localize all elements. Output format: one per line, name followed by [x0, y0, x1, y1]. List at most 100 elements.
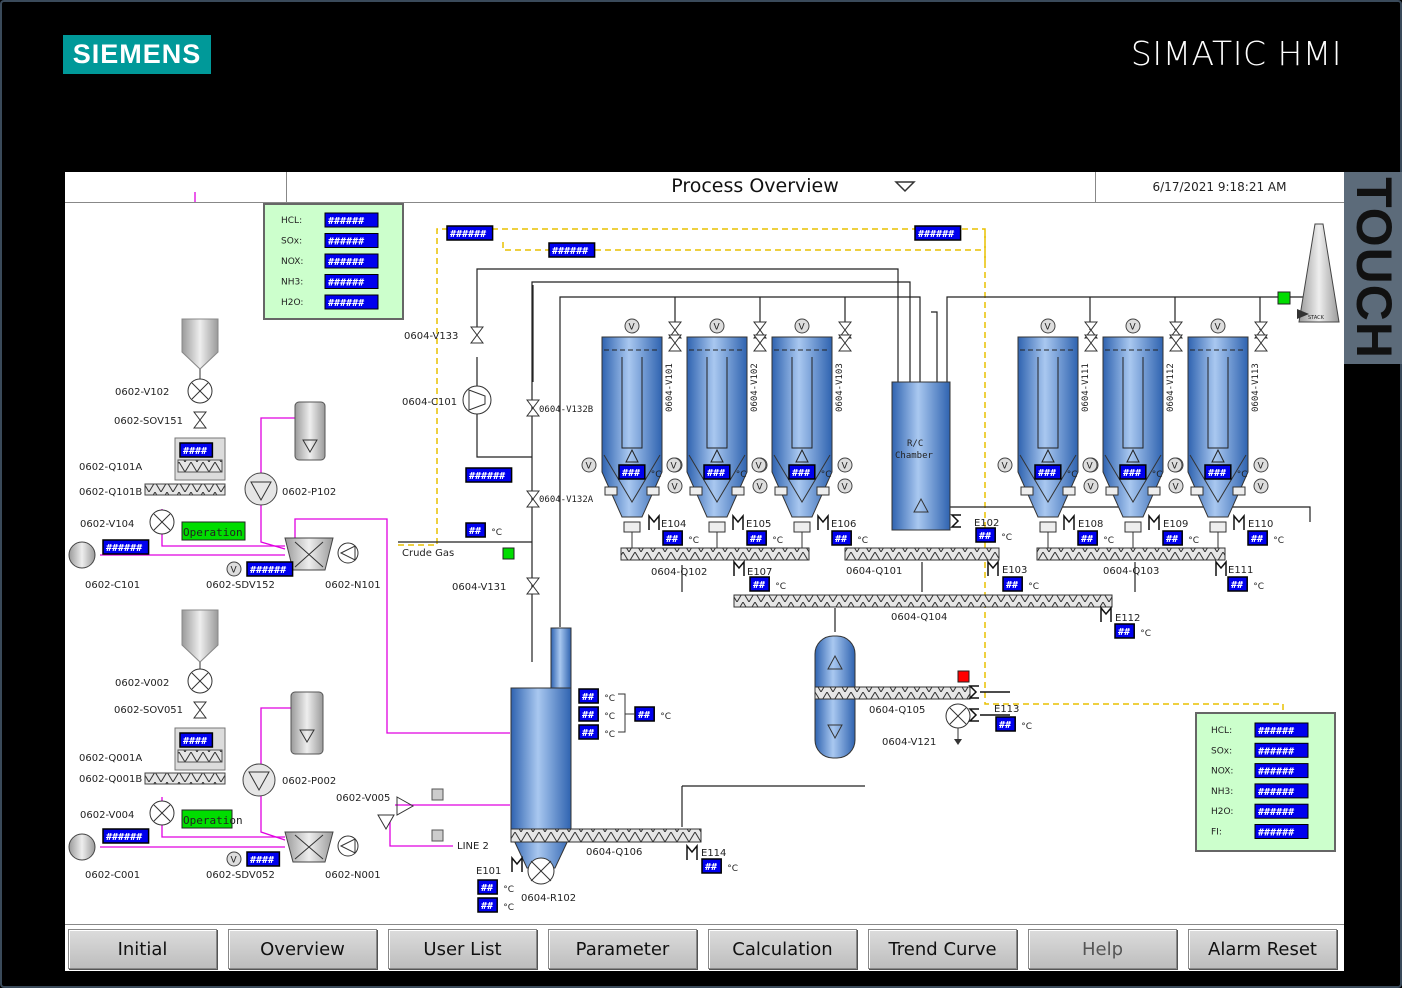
v-button-icon[interactable] [1167, 457, 1183, 473]
value-text: ## [1006, 580, 1018, 591]
absorber-tower [1017, 336, 1079, 518]
v-button-icon[interactable] [794, 318, 810, 334]
value-box [246, 851, 281, 867]
v-button-icon[interactable] [751, 457, 767, 473]
tag-label: E111 [1228, 565, 1253, 576]
value-text: ## [582, 728, 594, 739]
valve-icon [753, 334, 767, 352]
gas-panel-bottom-rows: HCL:######SOx:######NOX:######NH3:######… [1211, 722, 1309, 839]
unit-label: °C [1028, 582, 1039, 592]
v-button-icon[interactable] [667, 478, 683, 494]
header-divider [1095, 172, 1096, 203]
motor-markers [511, 513, 1245, 872]
gas-panel-top-rows: HCL:######SOx:######NOX:######NH3:######… [281, 212, 379, 310]
gas-value: ###### [1258, 767, 1294, 778]
process-values: ##########################°C############… [102, 225, 1284, 913]
v-button-icon[interactable] [1168, 478, 1184, 494]
tag-label: 0602-N001 [325, 870, 381, 881]
absorber-tower [771, 336, 833, 518]
value-text: ## [1231, 580, 1243, 591]
tag-label: E108 [1078, 519, 1103, 530]
value-box [446, 225, 494, 241]
gas-value-box [324, 233, 379, 248]
valve-icon [1254, 334, 1268, 352]
v-button-icon[interactable] [666, 457, 682, 473]
tag-label: 0602-V104 [80, 519, 134, 530]
value-text: ###### [106, 543, 142, 554]
valve-label: 0604-V101 [665, 363, 675, 412]
value-text: #### [183, 736, 207, 747]
unit-label: °C [775, 582, 786, 592]
value-box [1077, 530, 1098, 546]
sum-marker-icon [950, 514, 961, 528]
unit-label: °C [1001, 533, 1012, 543]
v-button-icon[interactable] [709, 318, 725, 334]
value-box [914, 225, 962, 241]
screw-conveyors [620, 547, 1226, 608]
sum-marker-icon [968, 685, 979, 699]
unit-label: °C [491, 528, 502, 538]
user-list-button[interactable]: User List [388, 929, 537, 969]
alarm-reset-button[interactable]: Alarm Reset [1188, 929, 1337, 969]
screen-title: Process Overview [671, 175, 839, 197]
tag-label: 0602-V005 [336, 793, 390, 804]
v-button-icon[interactable] [837, 478, 853, 494]
initial-button[interactable]: Initial [68, 929, 217, 969]
trend-curve-button[interactable]: Trend Curve [868, 929, 1017, 969]
calculation-button[interactable]: Calculation [708, 929, 857, 969]
v-button-icon[interactable] [1125, 318, 1141, 334]
screen-select-chevron-icon[interactable] [893, 178, 917, 196]
tag-label: 0602-SOV051 [114, 705, 183, 716]
v-button-icon[interactable] [1210, 318, 1226, 334]
tag-label: 0602-P002 [282, 776, 336, 787]
value-text: ## [835, 534, 847, 545]
tag-label: E103 [1002, 565, 1027, 576]
motor-marker-icon [1233, 513, 1245, 530]
motor-marker-icon [511, 855, 523, 872]
tag-label: E104 [661, 519, 686, 530]
v-button-icon[interactable] [1083, 478, 1099, 494]
v-button-icon[interactable] [1253, 457, 1269, 473]
v-button-icon[interactable] [752, 478, 768, 494]
value-text: ###### [250, 565, 286, 576]
tag-label: 0604-C101 [402, 397, 457, 408]
value-box [662, 530, 683, 546]
tag-label: 0604-Q101 [846, 566, 902, 577]
reactor-r102 [510, 627, 702, 885]
unit-label: °C [857, 536, 868, 546]
valve-icon [668, 334, 682, 352]
help-button[interactable]: Help [1028, 929, 1177, 969]
value-box [1247, 530, 1268, 546]
unit-label: °C [503, 903, 514, 913]
gas-value-box [1254, 803, 1309, 819]
motor-marker-icon [686, 843, 698, 860]
gas-value-box [1254, 783, 1309, 799]
parameter-button[interactable]: Parameter [548, 929, 697, 969]
tank-p102-icon [294, 401, 326, 461]
v-button-icon[interactable] [837, 457, 853, 473]
gas-value: ###### [1258, 726, 1294, 737]
value-text: ###### [450, 229, 486, 240]
gas-label: H2O: [281, 298, 303, 308]
value-text: ## [1166, 534, 1178, 545]
v-button-icon[interactable] [1082, 457, 1098, 473]
chamber-label: Chamber [895, 451, 934, 461]
unit-label: °C [1103, 536, 1114, 546]
value-box [477, 897, 498, 913]
overview-button[interactable]: Overview [228, 929, 377, 969]
tank-p002-icon [290, 691, 324, 755]
tag-label: Crude Gas [402, 548, 454, 559]
value-box [1114, 623, 1135, 639]
v-button-icon[interactable] [624, 318, 640, 334]
v-button-icon[interactable] [1253, 478, 1269, 494]
unit-label: °C [821, 470, 832, 480]
v-button-icon[interactable] [1040, 318, 1056, 334]
gas-value-box [1254, 824, 1309, 839]
sum-marker-icon [968, 708, 979, 722]
valve-icon [1169, 334, 1183, 352]
value-box [703, 464, 731, 480]
v-button-icon[interactable] [581, 457, 597, 473]
tag-label: 0602-SDV152 [206, 580, 275, 591]
screen-header: Process Overview 6/17/2021 9:18:21 AM [65, 172, 1344, 203]
v-button-icon[interactable] [997, 457, 1013, 473]
